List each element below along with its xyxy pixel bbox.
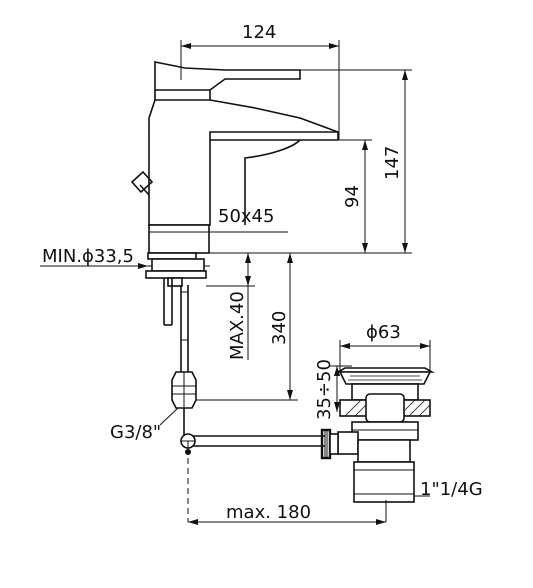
dimension-35-50: 35÷50 bbox=[314, 359, 352, 420]
label-94: 94 bbox=[342, 185, 363, 208]
label-group-g38: G3/8" bbox=[110, 407, 179, 443]
label-phi63: ϕ63 bbox=[366, 322, 401, 343]
fixing-assembly bbox=[145, 252, 207, 409]
label-50x45: 50x45 bbox=[218, 206, 274, 227]
label-max40: MAX.40 bbox=[227, 291, 248, 360]
label-147: 147 bbox=[382, 146, 403, 180]
label-g38: G3/8" bbox=[110, 422, 161, 443]
label-max180: max. 180 bbox=[226, 502, 311, 523]
label-min-hole: MIN.ϕ33,5 bbox=[42, 246, 134, 267]
popup-drain bbox=[320, 367, 436, 503]
dimension-phi63: ϕ63 bbox=[339, 322, 431, 372]
dimension-thread: 1"1/4G bbox=[414, 479, 483, 500]
label-340: 340 bbox=[269, 311, 290, 345]
dimension-max40: MAX.40 bbox=[206, 253, 255, 360]
dimension-147: 147 bbox=[300, 69, 412, 253]
dimension-94: 94 bbox=[338, 139, 372, 253]
label-124: 124 bbox=[242, 22, 276, 43]
dimension-50x45: 50x45 bbox=[209, 206, 288, 233]
dimension-max180: max. 180 bbox=[188, 500, 387, 525]
faucet-body bbox=[130, 61, 339, 254]
drain-rod bbox=[180, 408, 325, 455]
label-thread: 1"1/4G bbox=[420, 479, 483, 500]
label-35-50: 35÷50 bbox=[314, 359, 335, 420]
dimension-340: 340 bbox=[196, 253, 298, 401]
dimension-124: 124 bbox=[180, 22, 340, 140]
